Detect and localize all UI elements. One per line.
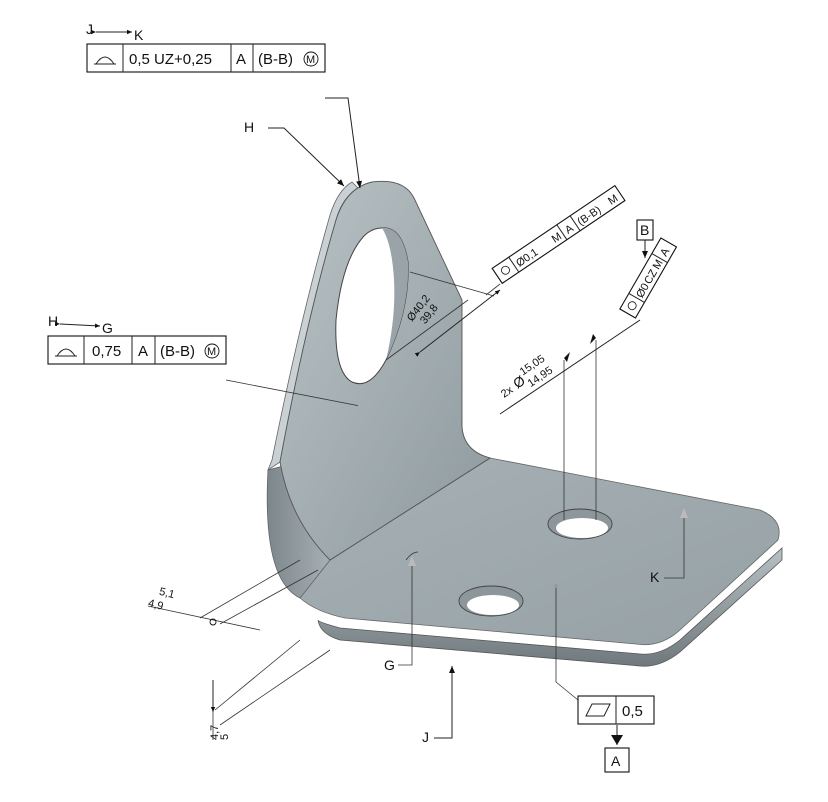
thickness-dimension: 5,1 4,9	[147, 586, 176, 613]
between-to-label: G	[102, 320, 113, 336]
between-to-label: K	[134, 27, 144, 43]
fcf-modifier-datum: (B-B)	[258, 51, 293, 68]
mmc-modifier-icon: M	[207, 346, 216, 358]
base-edge-front	[317, 547, 783, 667]
fcf-value: 0,5 UZ+0,25	[129, 51, 212, 68]
base-hole-2	[458, 585, 524, 617]
datum-B-label: B	[640, 222, 649, 238]
profile-surface-icon	[55, 348, 77, 357]
tab-face	[279, 180, 492, 561]
flange-dimension: 5 4,7	[209, 725, 231, 740]
between-from-label: J	[86, 21, 93, 37]
position-icon	[627, 301, 637, 311]
fcf-datum: A	[138, 343, 148, 360]
left-profile-fcf: H G 0,75 A (B-B) M	[47, 313, 227, 365]
fcf-modifier-datum: (B-B)	[160, 343, 195, 360]
flatness-fcf: 0,5	[577, 695, 655, 725]
dim-upper: 5	[219, 734, 231, 740]
holes-count: 2x	[499, 384, 516, 401]
dim-lower: 4,9	[147, 597, 165, 612]
top-profile-fcf: J K 0,5 UZ+0,25 A (B-B) M H	[86, 21, 326, 135]
dim-upper: 5,1	[158, 586, 176, 601]
datum-B: B	[636, 219, 654, 241]
label-J: J	[422, 729, 429, 745]
fcf-datum: A	[236, 51, 246, 68]
base-top-face	[299, 457, 780, 646]
label-G: G	[384, 657, 395, 673]
label-K: K	[650, 569, 660, 585]
tab-hole-inner-wall	[382, 227, 409, 360]
tab-position-fcf: Ø0,1 M A (B-B) M	[491, 184, 626, 285]
bracket-part	[266, 180, 783, 667]
profile-surface-icon	[94, 56, 116, 65]
annotation-lines	[147, 97, 688, 745]
between-from-label: H	[48, 313, 58, 329]
label-H: H	[244, 119, 254, 135]
position-icon	[501, 265, 510, 275]
datum-A-label: A	[611, 753, 621, 769]
dim-lower: 4,7	[209, 725, 221, 740]
fcf-value: 0,75	[92, 343, 121, 360]
flatness-icon	[585, 703, 611, 717]
fcf-value: 0,5	[622, 703, 643, 720]
mmc-modifier-icon: M	[306, 54, 315, 66]
datum-A: A	[604, 747, 630, 773]
base-hole-1	[547, 508, 613, 540]
holes-position-fcf: Ø0 CZ M A	[619, 237, 678, 319]
